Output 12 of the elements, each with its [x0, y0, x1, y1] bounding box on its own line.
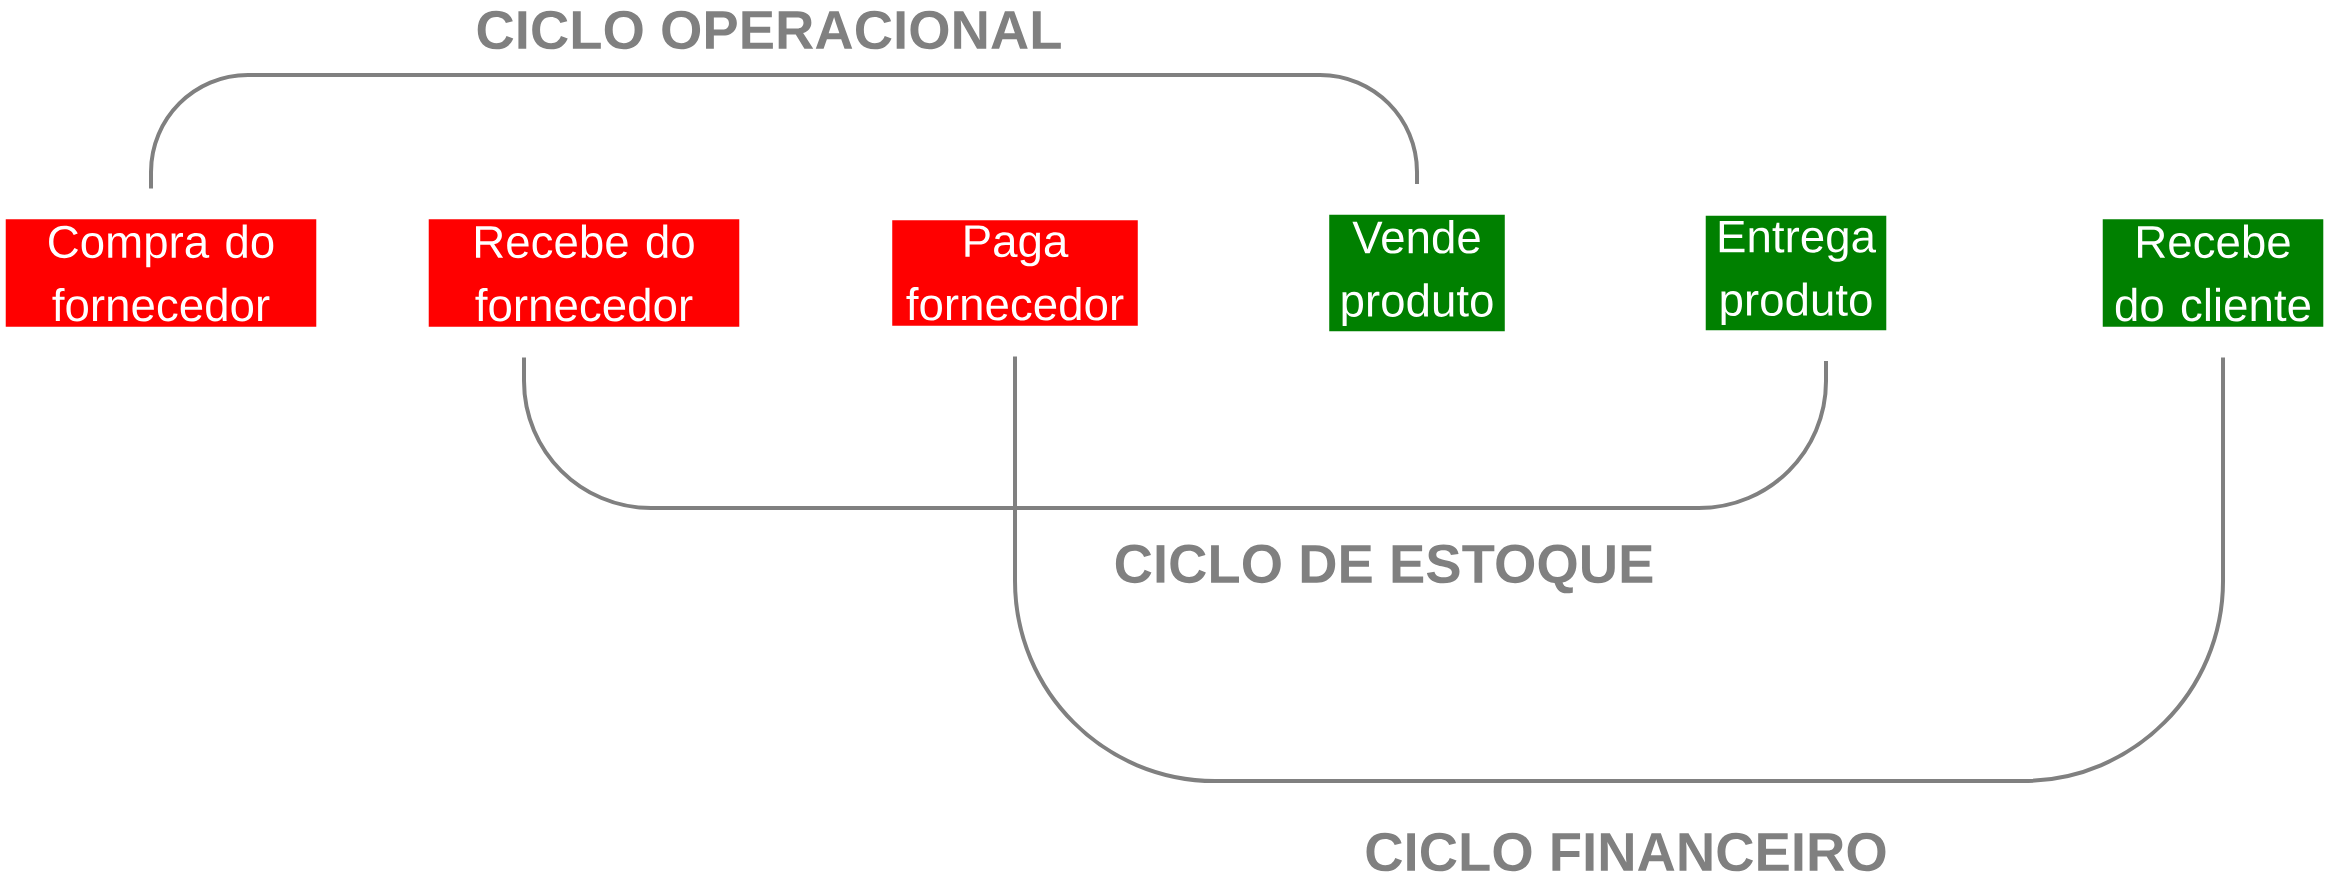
text-box: Compra do fornecedor: [5, 219, 317, 327]
text-box: Paga fornecedor: [892, 220, 1138, 326]
edge-label: CICLO OPERACIONAL: [477, 10, 1061, 50]
text-box: Vende produto: [1329, 214, 1505, 332]
bracket-line: [1013, 356, 2225, 783]
text-box: Recebe do fornecedor: [428, 219, 740, 327]
text-box: Entrega produto: [1705, 215, 1887, 331]
bracket-line: [149, 73, 1419, 189]
text-box: Recebe do cliente: [2102, 219, 2324, 327]
bracket-line: [522, 357, 1828, 510]
edge-label: CICLO FINANCEIRO: [1366, 832, 1886, 872]
edge-label: CICLO DE ESTOQUE: [1115, 544, 1653, 594]
